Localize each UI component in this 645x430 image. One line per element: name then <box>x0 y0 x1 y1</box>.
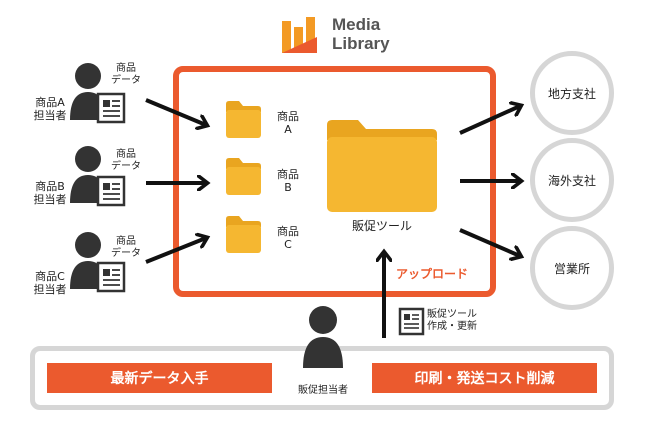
promo-staff-label: 販促担当者 <box>298 385 348 396</box>
branch-sales-office: 営業所 <box>530 226 614 310</box>
person-b-data-label: 商品 データ <box>111 149 141 172</box>
folder-c-icon <box>226 216 261 253</box>
document-icon <box>398 307 425 336</box>
promo-tools-folder-icon <box>327 120 437 212</box>
person-b-name-label: 商品B 担当者 <box>33 180 67 206</box>
cost-reduction-banner: 印刷・発送コスト削減 <box>372 363 597 393</box>
arrow-c-to-folder <box>145 238 206 264</box>
logo-text-media: Media <box>332 15 381 34</box>
latest-data-banner: 最新データ入手 <box>47 363 272 393</box>
branch-sales-office-label: 営業所 <box>553 261 590 276</box>
folder-c-label: 商品 C <box>277 225 299 251</box>
person-c-data-label: 商品 データ <box>111 236 141 259</box>
logo: Media Library <box>281 15 401 57</box>
person-a-name-label: 商品A 担当者 <box>33 96 67 122</box>
branch-overseas: 海外支社 <box>530 138 614 222</box>
media-library-logo-icon <box>282 17 317 53</box>
folder-b-icon <box>226 158 261 195</box>
folder-a-icon <box>226 101 261 138</box>
person-b-icon <box>70 146 126 207</box>
branch-overseas-label: 海外支社 <box>547 173 596 188</box>
tool-update-label: 販促ツール 作成・更新 <box>427 309 477 332</box>
person-a-icon <box>70 63 126 124</box>
arrow-to-sales-office <box>459 228 520 256</box>
logo-text-library: Library <box>332 34 390 53</box>
person-c-icon <box>70 232 126 293</box>
folder-b-label: 商品 B <box>277 168 299 194</box>
promo-tools-folder-label: 販促ツール <box>351 219 412 233</box>
person-a-data-label: 商品 データ <box>111 63 141 86</box>
folder-a-label: 商品 A <box>277 110 299 136</box>
arrow-to-regional <box>459 106 520 135</box>
person-c-name-label: 商品C 担当者 <box>33 270 67 296</box>
arrow-a-to-folder <box>145 98 206 125</box>
promo-staff-person-icon <box>303 306 343 368</box>
upload-label: アップロード <box>396 267 469 281</box>
branch-regional: 地方支社 <box>530 51 614 135</box>
branch-regional-label: 地方支社 <box>547 86 596 101</box>
